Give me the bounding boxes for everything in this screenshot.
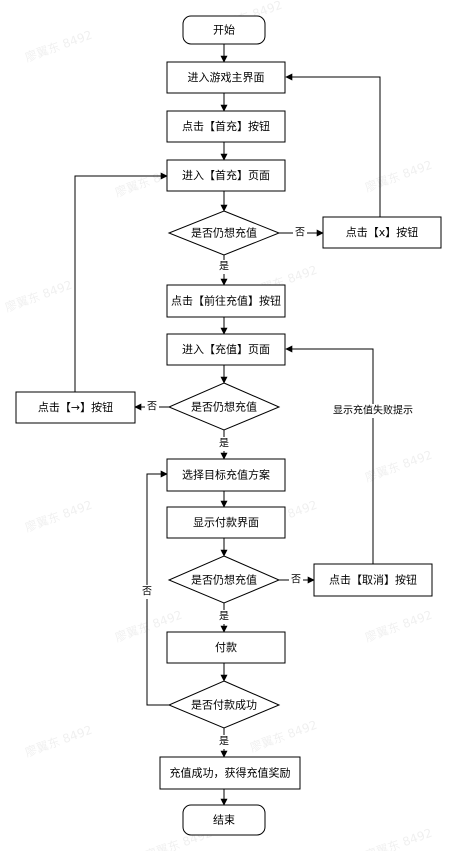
click-go-recharge-label: 点击【前往充值】按钮	[171, 294, 281, 308]
label-yes: 是	[219, 261, 229, 273]
click-close-x-node	[322, 216, 442, 249]
edge-back-to-first-recharge-page	[74, 172, 168, 392]
start-node	[182, 15, 266, 45]
watermark-text: 廖翼东 8492	[363, 825, 434, 851]
decision-2-label: 是否仍想充值	[191, 400, 257, 414]
nodes: 开始 进入游戏主界面 点击【首充】按钮 进入【首充】页面 是否仍想充值 点击【x…	[15, 15, 442, 836]
decision-1-label: 是否仍想充值	[191, 226, 257, 240]
click-back-arrow-node	[15, 391, 136, 424]
decision-pay-success-node	[167, 680, 281, 729]
watermark-text: 廖翼东 8492	[3, 277, 74, 315]
show-payment-label: 显示付款界面	[193, 515, 259, 529]
label-yes: 是	[219, 438, 229, 450]
click-cancel-node	[313, 563, 433, 597]
enter-recharge-page-label: 进入【充值】页面	[182, 342, 270, 356]
enter-recharge-page-node	[166, 333, 286, 366]
label-no: 否	[291, 574, 301, 586]
edge-cancel-back-to-recharge	[285, 345, 374, 564]
label-no: 否	[142, 586, 152, 598]
watermark-text: 廖翼东 8492	[23, 27, 94, 65]
pay-label: 付款	[215, 640, 237, 654]
click-close-x-label: 点击【x】按钮	[346, 225, 419, 239]
enter-first-recharge-page-label: 进入【首充】页面	[182, 168, 270, 182]
watermark-text: 廖翼东 8492	[23, 722, 94, 760]
decision-3-node	[167, 555, 281, 604]
label-no: 否	[295, 227, 305, 239]
success-label: 充值成功，获得充值奖励	[170, 766, 291, 780]
enter-main-node	[166, 61, 286, 94]
end-node	[182, 804, 266, 836]
decision-3-label: 是否仍想充值	[191, 573, 257, 587]
label-no: 否	[147, 401, 157, 413]
watermark-text: 廖翼东 8492	[23, 497, 94, 535]
choose-plan-node	[166, 458, 286, 492]
watermark-text: 廖翼东 8492	[363, 447, 434, 485]
click-back-arrow-label: 点击【→】按钮	[38, 400, 113, 414]
choose-plan-label: 选择目标充值方案	[182, 468, 270, 482]
enter-main-label: 进入游戏主界面	[188, 71, 265, 84]
watermark-text: 廖翼东 8492	[248, 717, 319, 755]
pay-node	[166, 631, 286, 664]
label-yes: 是	[219, 736, 229, 748]
click-go-recharge-node	[166, 284, 286, 318]
click-cancel-label: 点击【取消】按钮	[329, 573, 417, 587]
click-first-recharge-node	[166, 110, 286, 143]
edge-close-back-to-main	[285, 73, 381, 217]
watermark-text: 廖翼东 8492	[363, 607, 434, 645]
decision-2-node	[167, 382, 281, 431]
success-node	[159, 756, 301, 790]
start-node-label: 开始	[213, 23, 235, 37]
show-payment-node	[166, 506, 286, 539]
label-yes: 是	[219, 611, 229, 623]
decision-1-node	[167, 210, 281, 256]
label-show-fail-hint: 显示充值失败提示	[333, 404, 413, 417]
click-first-recharge-label: 点击【首充】按钮	[182, 119, 270, 133]
watermark-text: 廖翼东 8492	[363, 157, 434, 195]
end-label: 结束	[213, 814, 235, 827]
edge-labels: 否 是 否 是 否 是 否 是 显示充值失败提示	[140, 226, 419, 749]
decision-pay-success-label: 是否付款成功	[191, 698, 257, 712]
enter-first-recharge-page-node	[166, 159, 286, 192]
